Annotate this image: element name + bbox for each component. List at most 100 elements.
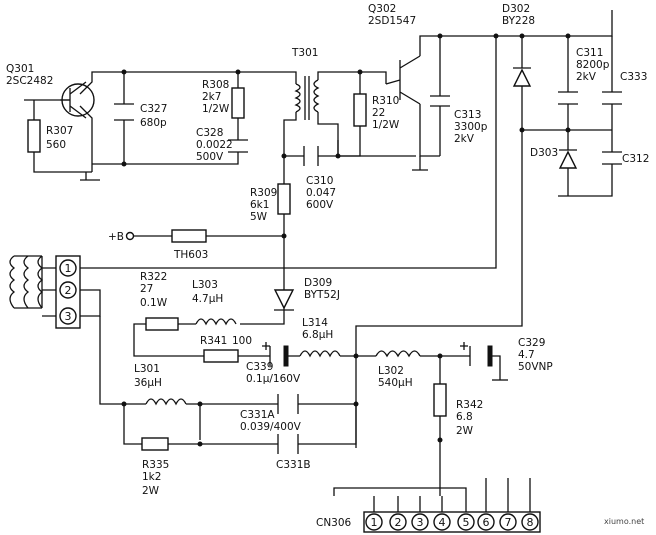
- diode-d303: [558, 149, 578, 169]
- l302-ref: L302: [378, 365, 404, 377]
- r335-rating: 2W: [142, 485, 160, 497]
- yoke-pin-2: 2: [65, 284, 72, 297]
- resistor-r307: [27, 119, 41, 153]
- r310-ref: R310: [372, 95, 399, 107]
- c313-ref: C313: [454, 109, 481, 121]
- capacitor-c333: [602, 91, 622, 105]
- c329-value: 4.7: [518, 349, 535, 361]
- r335-ref: R335: [142, 459, 169, 471]
- c333-ref: C333: [620, 71, 647, 83]
- r309-value: 6k1: [250, 199, 269, 211]
- r322-value: 27: [140, 283, 153, 295]
- cn306-pin-2: 2: [395, 516, 402, 529]
- l314-value: 6.8μH: [302, 329, 333, 341]
- d302-part: BY228: [502, 15, 535, 27]
- l303-ref: L303: [192, 279, 218, 291]
- inductor-l301: [145, 398, 187, 406]
- c310-rating: 600V: [306, 199, 334, 211]
- r335-value: 1k2: [142, 471, 161, 483]
- r342-value: 6.8: [456, 411, 473, 423]
- t301-ref: T301: [291, 47, 318, 59]
- r322-ref: R322: [140, 271, 167, 283]
- c329-ref: C329: [518, 337, 545, 349]
- capacitor-c331b: [277, 434, 299, 454]
- d309-ref: D309: [304, 277, 332, 289]
- q302-part: 2SD1547: [368, 15, 416, 27]
- resistor-r309: [277, 183, 291, 215]
- r309-rating: 5W: [250, 211, 268, 223]
- c327-value: 680p: [140, 117, 167, 129]
- c331b-ref: C331B: [276, 459, 311, 471]
- c313-rating: 2kV: [454, 133, 475, 145]
- yoke-pin-3: 3: [65, 310, 72, 323]
- r307-value: 560: [46, 139, 66, 151]
- c339-ref: C339: [246, 361, 273, 373]
- r308-rating: 1/2W: [202, 103, 230, 115]
- resistor-r322: [145, 317, 179, 331]
- plus-b-terminal: [125, 231, 135, 241]
- yoke-pin-1: 1: [65, 262, 72, 275]
- cn306-pin-5: 5: [463, 516, 470, 529]
- c311-ref: C311: [576, 47, 603, 59]
- c331a-value: 0.039/400V: [240, 421, 302, 433]
- c313-value: 3300p: [454, 121, 488, 133]
- resistor-r308: [231, 87, 245, 119]
- thermistor-th603: [171, 229, 207, 243]
- capacitor-c312: [602, 151, 622, 165]
- c311-rating: 2kV: [576, 71, 597, 83]
- r342-ref: R342: [456, 399, 483, 411]
- l303-value: 4.7μH: [192, 293, 223, 305]
- c329-rating: 50VNP: [518, 361, 553, 373]
- r310-value: 22: [372, 107, 385, 119]
- inductor-l302: [375, 350, 421, 358]
- r341-ref: R341: [200, 335, 227, 347]
- yoke-pin-labels: 1 2 3: [65, 262, 72, 323]
- q301-part: 2SC2482: [6, 75, 53, 87]
- cn306-pin-4: 4: [439, 516, 446, 529]
- capacitor-c310: [303, 146, 319, 166]
- r309-ref: R309: [250, 187, 277, 199]
- c311-value: 8200p: [576, 59, 610, 71]
- r307-ref: R307: [46, 125, 73, 137]
- cn306-pin-7: 7: [505, 516, 512, 529]
- r310-rating: 1/2W: [372, 119, 400, 131]
- l302-value: 540μH: [378, 377, 413, 389]
- c328-rating: 500V: [196, 151, 224, 163]
- resistor-r341: [203, 349, 239, 363]
- capacitor-c311: [558, 91, 578, 105]
- d309-part: BYT52J: [304, 289, 340, 301]
- resistor-r342: [433, 383, 447, 417]
- l301-ref: L301: [134, 363, 160, 375]
- deflection-yoke: [9, 255, 81, 329]
- c312-ref: C312: [622, 153, 649, 165]
- capacitor-c313: [430, 95, 450, 107]
- q302-ref: Q302: [368, 3, 396, 15]
- c310-value: 0.047: [306, 187, 336, 199]
- resistor-r335: [141, 437, 169, 451]
- c339-value: 0.1μ/160V: [246, 373, 301, 385]
- inductor-l314: [299, 350, 341, 358]
- diode-d309: [273, 289, 295, 310]
- capacitor-c331a: [277, 394, 299, 414]
- capacitor-c328: [228, 139, 248, 153]
- r342-rating: 2W: [456, 425, 474, 437]
- r341-value: 100: [232, 335, 252, 347]
- cn306-pin-6: 6: [483, 516, 490, 529]
- c327-ref: C327: [140, 103, 167, 115]
- l314-ref: L314: [302, 317, 328, 329]
- c310-ref: C310: [306, 175, 333, 187]
- c328-ref: C328: [196, 127, 223, 139]
- inductor-l303: [195, 318, 237, 326]
- transformer-t301: [294, 76, 320, 120]
- junctions: [121, 33, 571, 447]
- transistor-q301-symbol: [60, 81, 95, 119]
- c331a-ref: C331A: [240, 409, 275, 421]
- cn306-pin-1: 1: [371, 516, 378, 529]
- connector-cn306: [363, 511, 541, 533]
- capacitor-c339: [262, 342, 289, 367]
- capacitor-c329: [460, 342, 508, 381]
- cn306-pin-labels: 1 2 3 4 5 6 7 8: [371, 516, 534, 529]
- resistor-r310: [353, 93, 367, 127]
- diode-d302: [512, 67, 532, 87]
